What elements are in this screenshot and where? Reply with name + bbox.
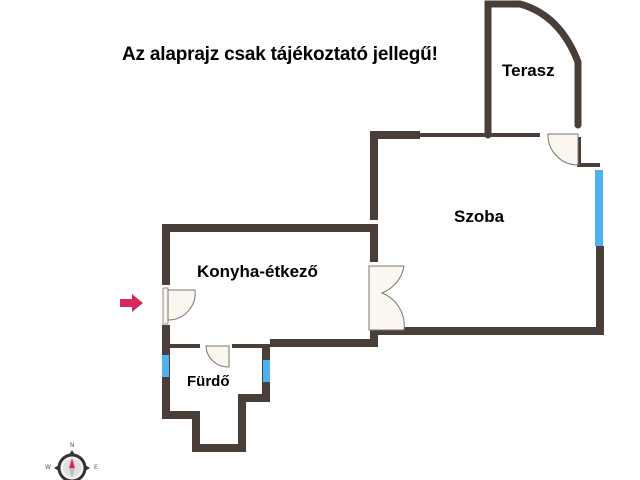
konyha-top-wall (162, 224, 378, 285)
szoba-window (595, 170, 603, 246)
szoba-double-door (368, 265, 405, 331)
furdo-window-right (263, 360, 270, 382)
compass-icon (54, 450, 90, 480)
konyha-bottom-wall (270, 327, 378, 347)
entry-arrow-icon (120, 294, 143, 312)
walls (162, 0, 604, 452)
room-label-konyha: Konyha-étkező (197, 262, 318, 281)
terasz-door (547, 133, 579, 166)
szoba-top-wall-thick (370, 131, 420, 220)
compass-north-label: N (70, 442, 75, 449)
szoba-right-wall (374, 246, 604, 335)
disclaimer-title: Az alaprajz csak tájékoztató jellegű! (122, 44, 438, 65)
terasz-wall (484, 0, 582, 139)
terasz-door-jamb (577, 137, 600, 167)
konyha-window-left (162, 355, 169, 377)
furdo-door (205, 345, 230, 368)
room-label-furdo: Fürdő (187, 373, 230, 390)
compass-west-label: W (45, 464, 51, 471)
room-label-szoba: Szoba (454, 207, 505, 226)
room-label-terasz: Terasz (502, 61, 555, 80)
compass-east-label: E (94, 464, 98, 471)
furdo-walls (162, 346, 270, 452)
entrance-door (162, 287, 196, 325)
